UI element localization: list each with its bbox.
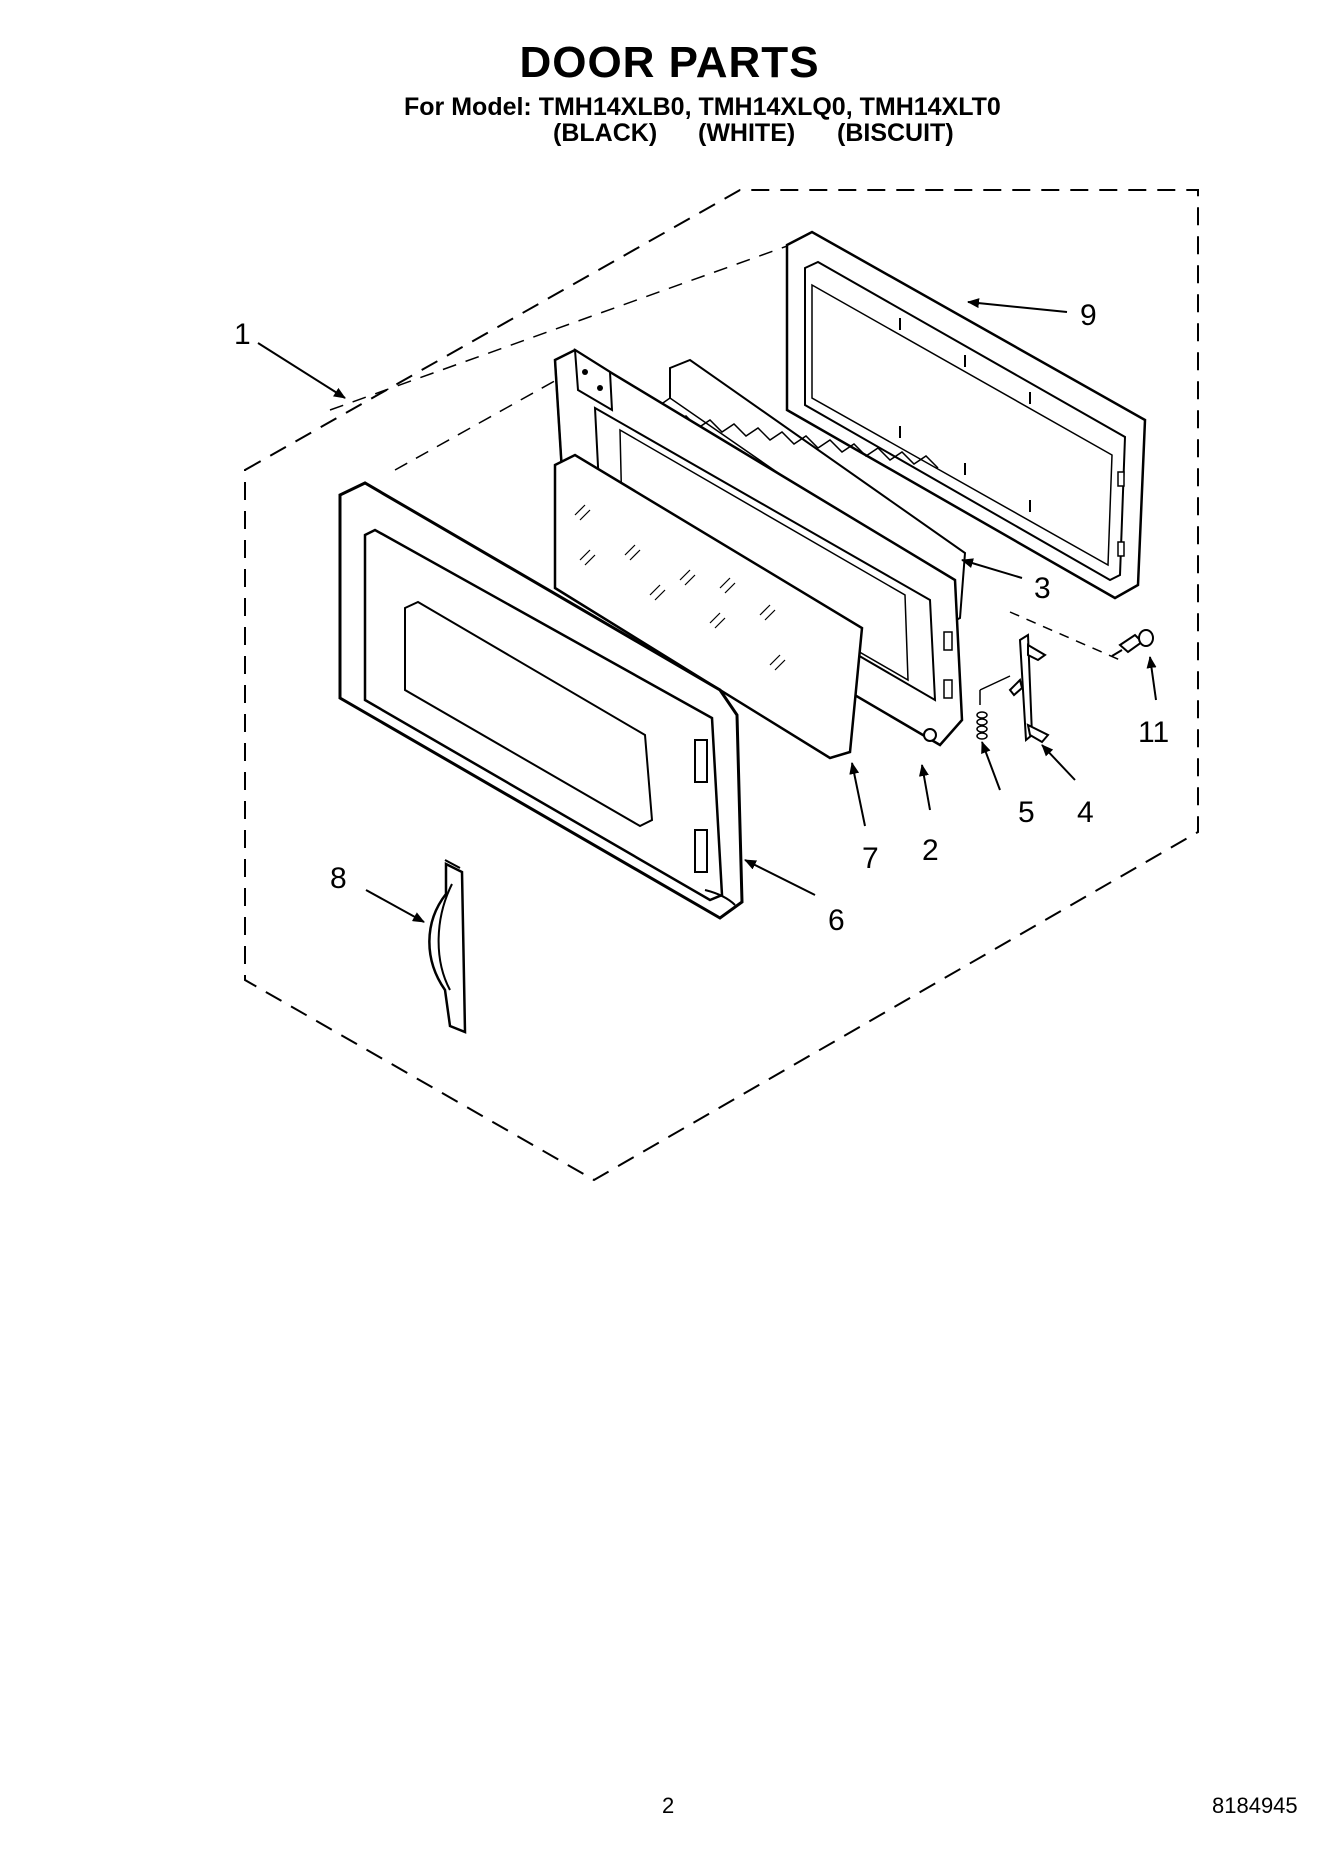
arrow-1 [257, 342, 346, 399]
page-title: DOOR PARTS [519, 38, 820, 87]
arrow-7 [849, 762, 866, 827]
color-black: (BLACK) [553, 119, 658, 147]
callout-6: 6 [828, 904, 845, 937]
color-white: (WHITE) [698, 119, 796, 147]
callout-8: 8 [330, 862, 347, 895]
part-11-screw [1111, 629, 1154, 657]
arrow-11 [1146, 656, 1157, 701]
callout-4: 4 [1077, 796, 1094, 829]
callout-3: 3 [1034, 572, 1051, 605]
model-list: For Model: TMH14XLB0, TMH14XLQ0, TMH14XL… [404, 93, 1001, 121]
arrow-9 [967, 298, 1068, 313]
color-biscuit: (BISCUIT) [837, 119, 954, 147]
assembly-boundary [244, 189, 1199, 1182]
arrow-3 [961, 558, 1023, 579]
part-5-spring [976, 675, 1011, 740]
callout-7: 7 [862, 842, 879, 875]
guide-line [394, 377, 561, 471]
page-number: 2 [662, 1793, 675, 1818]
guide-line [329, 244, 791, 411]
arrow-4 [1041, 744, 1076, 781]
guide-line [1009, 611, 1121, 661]
callout-5: 5 [1018, 796, 1035, 829]
part-6-door-frame [338, 481, 744, 920]
arrow-5 [981, 741, 1001, 791]
leader-arrows [257, 298, 1157, 923]
arrow-8 [365, 889, 425, 923]
part-7-glass [553, 453, 864, 760]
callout-9: 9 [1080, 299, 1097, 332]
document-number: 8184945 [1212, 1793, 1298, 1818]
callout-11: 11 [1138, 716, 1169, 749]
part-8-handle [428, 859, 467, 1034]
callout-2: 2 [922, 834, 939, 867]
part-9-frame [785, 230, 1147, 600]
part-4-latch [1008, 633, 1050, 744]
callout-1: 1 [234, 318, 251, 351]
arrow-2 [919, 764, 931, 811]
arrow-6 [744, 859, 816, 896]
